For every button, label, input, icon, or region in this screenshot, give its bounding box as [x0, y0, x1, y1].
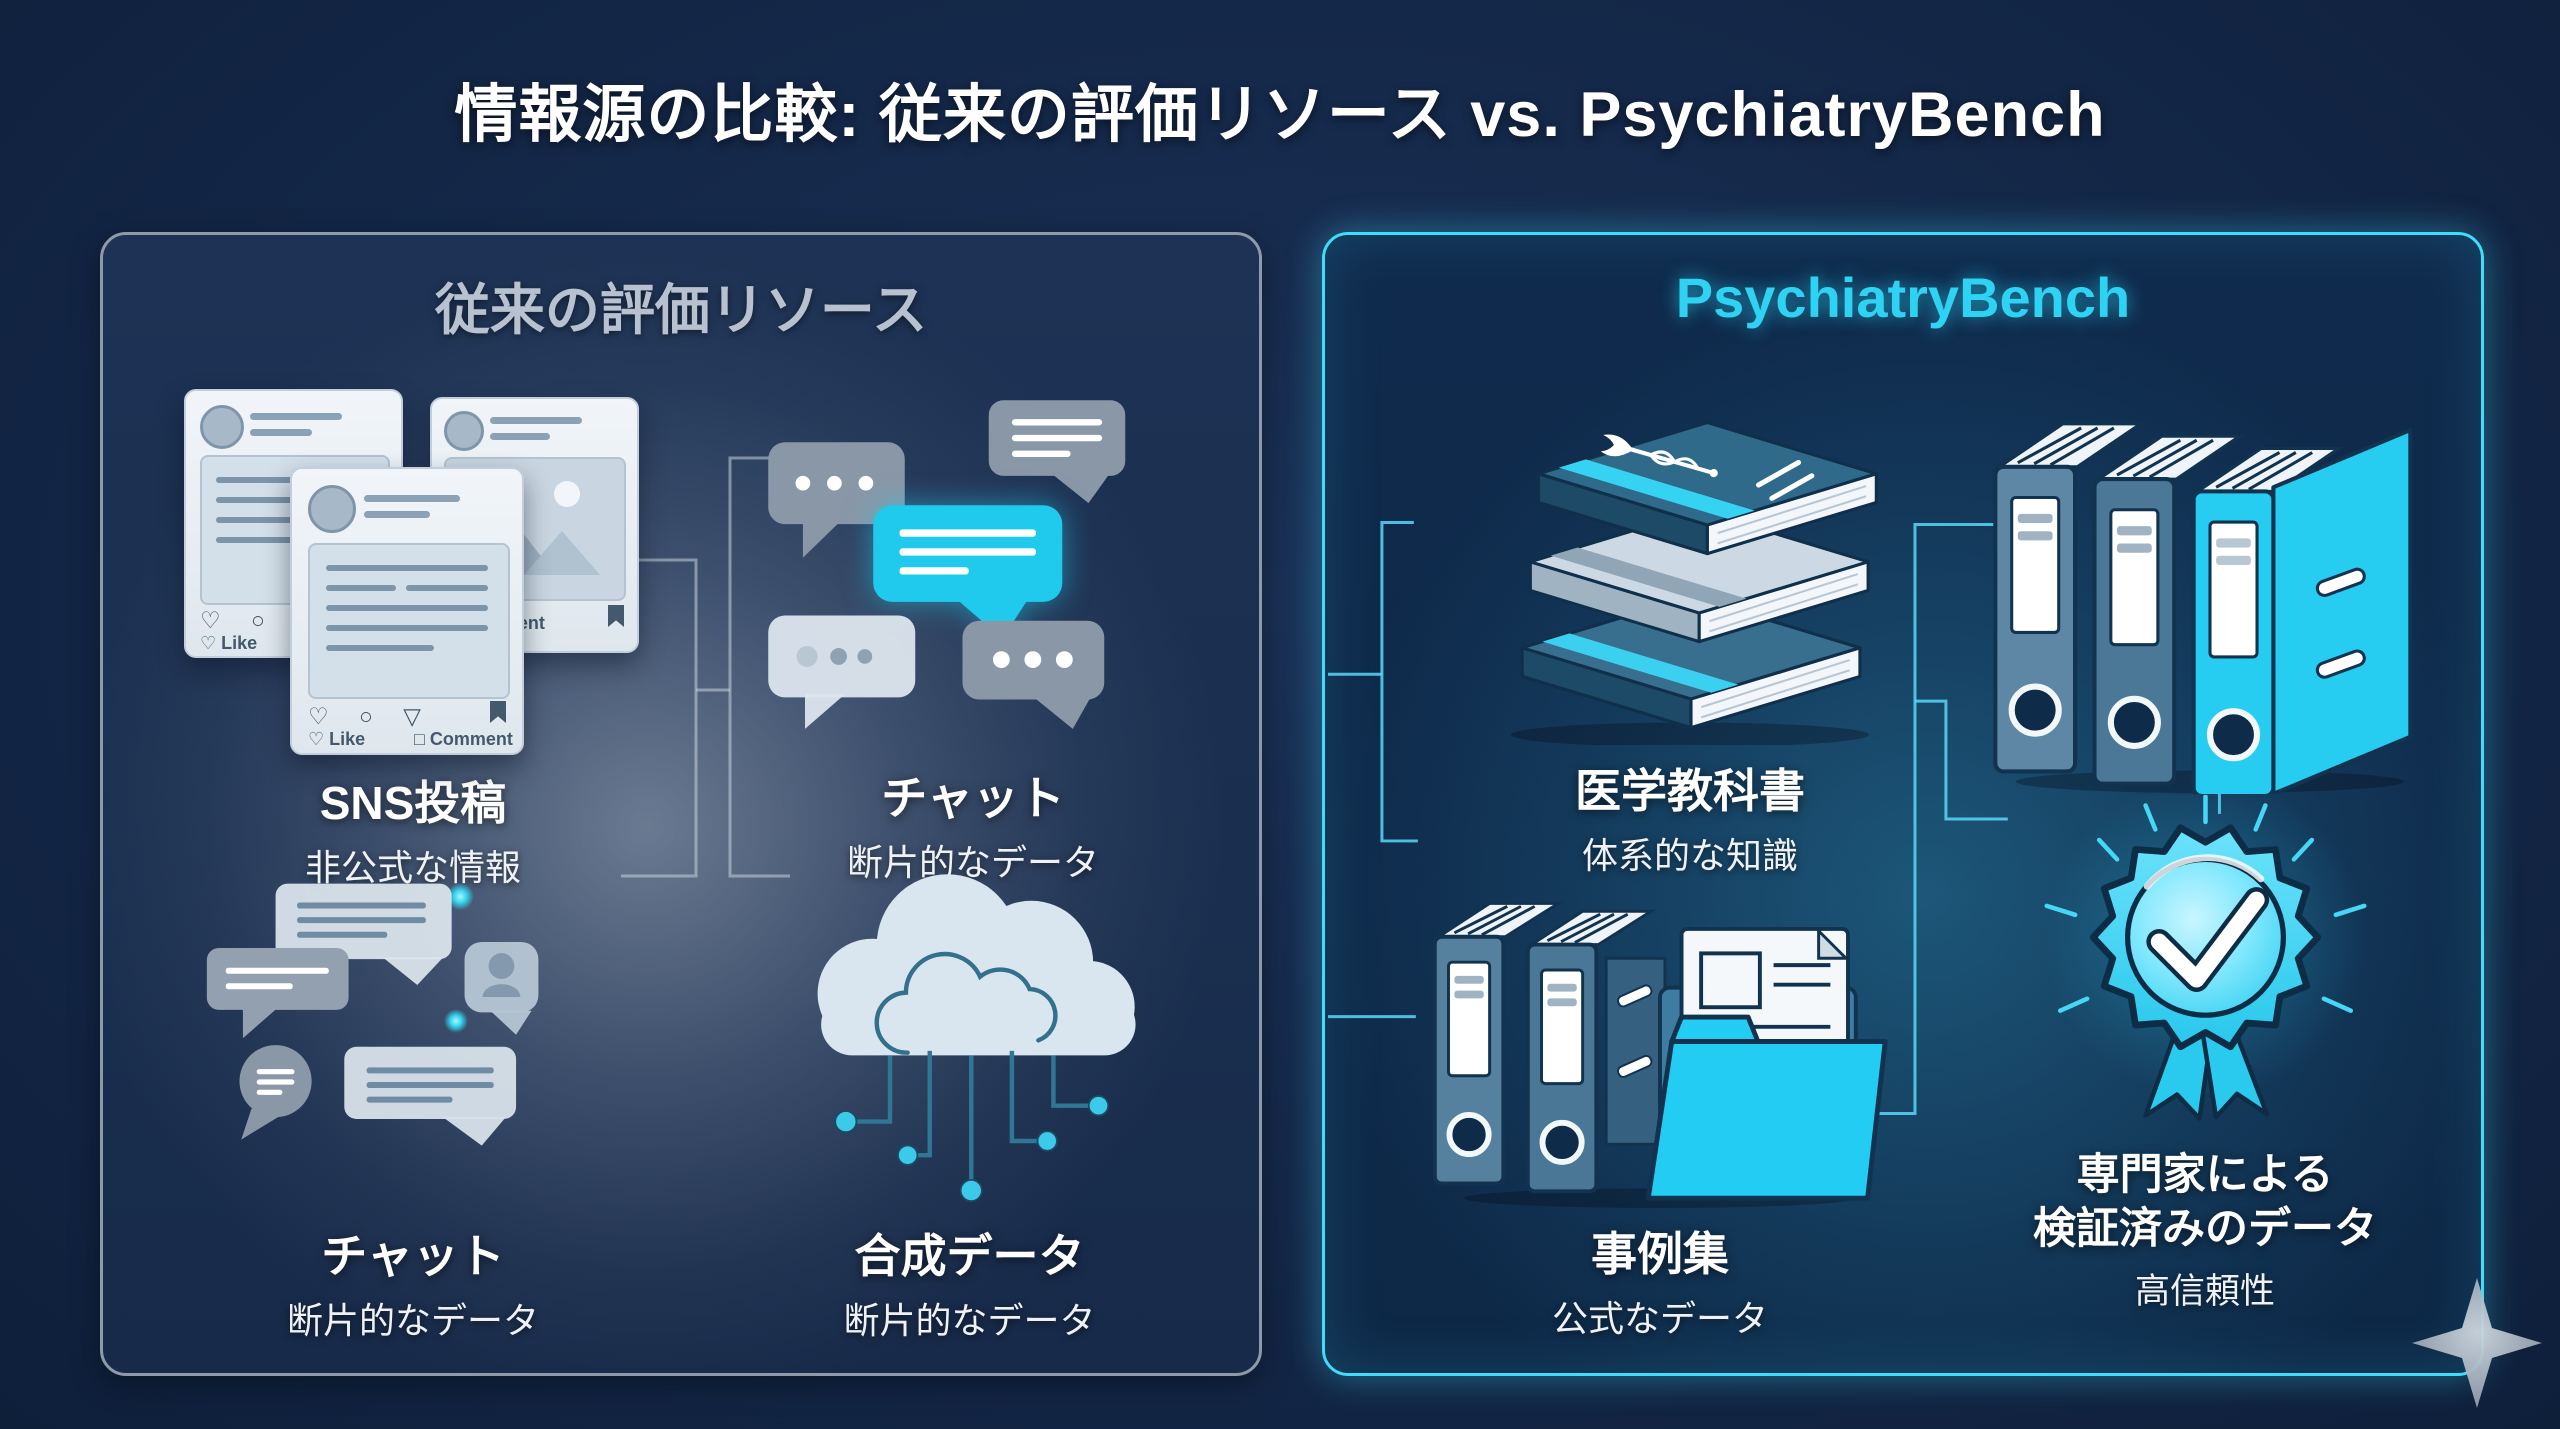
item-medical-textbooks: 医学教科書 体系的な知識 — [1445, 397, 1935, 879]
circuit-lines — [856, 1050, 1090, 1184]
gray-bubble-dots-2 — [962, 620, 1105, 729]
item-binders — [1975, 385, 2445, 794]
sparkle-icon — [2412, 1278, 2542, 1408]
glow-dot — [443, 1009, 468, 1034]
gray-bubble-lines — [206, 948, 349, 1039]
glow-dot — [446, 882, 474, 911]
caduceus-icon — [1600, 434, 1718, 478]
item-sublabel: 非公式な情報 — [304, 847, 521, 888]
gray-bubble-lines — [988, 400, 1126, 504]
badge-ribbons — [2142, 1017, 2269, 1121]
comment-label: □ Comment — [414, 729, 513, 749]
circuit-nodes — [834, 1095, 1110, 1202]
cloud-inner-outline — [874, 951, 1058, 1055]
gray-bubble-dots — [768, 442, 905, 558]
round-bubble-lines — [239, 1045, 312, 1140]
book-bottom — [1520, 595, 1862, 730]
panel-psychiatrybench: PsychiatryBench — [1322, 232, 2484, 1376]
panel-psychiatrybench-title: PsychiatryBench — [1675, 266, 2131, 329]
binder-steel-1 — [1993, 422, 2146, 774]
item-label-line1: 専門家による — [2076, 1151, 2334, 1199]
avatar — [308, 485, 356, 533]
synthetic-cloud-icon — [817, 874, 1136, 1202]
binder-steel-2 — [1525, 909, 1657, 1194]
binder-side — [1604, 956, 1667, 1146]
item-chat-bottom: チャット 断片的なデータ — [143, 875, 683, 1344]
medical-books-icon — [1510, 421, 1878, 745]
post-action-icons: ♡ ○ ▽ — [308, 703, 433, 729]
bookmark-icon — [608, 605, 624, 627]
light-bubble-lines — [275, 883, 452, 985]
light-bubble-lines-2 — [344, 1046, 517, 1146]
item-sublabel: 公式なデータ — [1551, 1298, 1768, 1339]
item-sns-posts: ♡ ○ ▽ ♡ Like □ Comment □ — [143, 385, 683, 891]
checkmark-icon — [2145, 887, 2269, 992]
like-label: ♡ Like — [200, 633, 258, 653]
item-label: 医学教科書 — [1575, 765, 1805, 817]
item-sublabel: 高信頼性 — [2134, 1271, 2275, 1311]
item-sublabel: 断片的なデータ — [843, 1300, 1096, 1341]
cloud-body — [817, 874, 1136, 1056]
item-sublabel: 体系的な知識 — [1581, 835, 1798, 876]
item-label: チャット — [321, 1230, 505, 1282]
item-synthetic-data: 合成データ 断片的なデータ — [717, 830, 1222, 1344]
item-label: 合成データ — [854, 1230, 1085, 1282]
item-case-collection: 事例集 公式なデータ — [1410, 875, 1910, 1342]
item-label-line2: 検証済みのデータ — [2033, 1204, 2377, 1253]
item-label: チャット — [881, 772, 1065, 824]
item-label: SNS投稿 — [319, 777, 507, 829]
item-sublabel: 断片的なデータ — [846, 842, 1099, 883]
item-verified-data: 専門家による 検証済みのデータ 高信頼性 — [1960, 795, 2450, 1314]
chat-bubbles-icon — [768, 400, 1126, 729]
binders-icon — [1993, 422, 2413, 794]
shadow — [1510, 722, 1870, 745]
book-middle — [1528, 509, 1870, 644]
item-label: 事例集 — [1591, 1228, 1729, 1280]
binder-cyan — [2191, 427, 2413, 794]
panel-traditional: 従来の評価リソース ♡ ○ ▽ ♡ Like □ Comment — [100, 232, 1262, 1376]
page-title: 情報源の比較: 従来の評価リソース vs. PsychiatryBench — [454, 80, 2106, 150]
item-sublabel: 断片的なデータ — [286, 1300, 539, 1341]
bookmark-icon — [490, 701, 506, 723]
sns-cards-icon: ♡ ○ ▽ ♡ Like □ Comment □ — [178, 385, 648, 757]
panel-traditional-title: 従来の評価リソース — [434, 279, 928, 341]
like-label: ♡ Like — [308, 729, 366, 749]
cyan-bubble-lines — [873, 505, 1063, 639]
sns-card-front: ♡ ○ ▽ ♡ Like □ Comment — [290, 467, 524, 755]
avatar — [200, 405, 244, 449]
binder-steel-1 — [1432, 901, 1564, 1186]
binder-steel-2 — [2092, 434, 2245, 786]
folder-front — [1645, 1014, 1888, 1201]
item-chat-top: チャット 断片的なデータ — [723, 395, 1223, 886]
chat-bubbles-avatar-icon — [206, 882, 539, 1146]
badge-gloss — [2143, 854, 2264, 890]
book-top — [1536, 421, 1878, 556]
verified-badge-icon — [2043, 795, 2367, 1121]
avatar — [444, 411, 484, 451]
light-bubble-dots — [768, 615, 916, 729]
avatar-bubble — [464, 942, 539, 1035]
badge-rays — [2043, 795, 2367, 1013]
case-folder-icon — [1432, 901, 1888, 1208]
